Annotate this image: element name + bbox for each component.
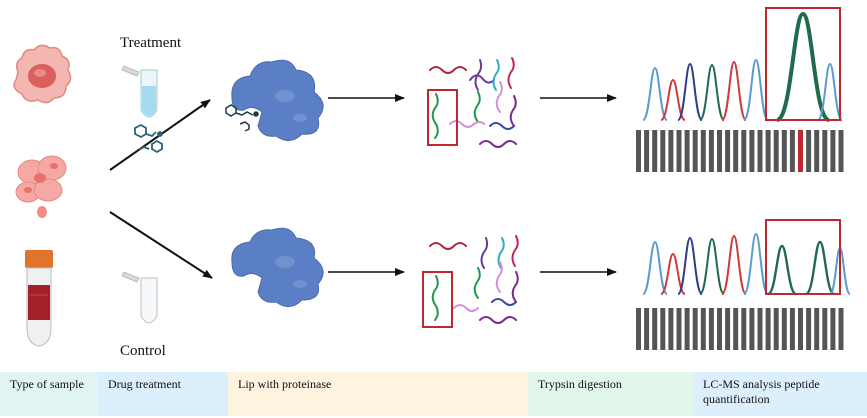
peak [660, 252, 686, 295]
stage-drug-treatment: Drug treatment [98, 372, 228, 416]
barcode-bar [773, 130, 779, 172]
barcode-bar [668, 308, 674, 350]
peak [743, 58, 769, 121]
control-protein-icon [231, 227, 324, 307]
arrow-to-control [109, 211, 213, 279]
highlighted-peak [775, 11, 831, 122]
barcode-bar [838, 308, 844, 350]
barcode-bar [733, 130, 739, 172]
control-peptide-bars [636, 308, 844, 350]
stage-trypsin-digestion: Trypsin digestion [528, 372, 693, 416]
workflow-stage-bar: Type of sample Drug treatment Lip with p… [0, 372, 867, 416]
stage-lc-ms-analysis: LC-MS analysis peptide quantification [693, 372, 867, 416]
barcode-bar [830, 130, 836, 172]
barcode-bar [733, 308, 739, 350]
peak [660, 78, 686, 121]
barcode-bar [652, 308, 658, 350]
tissue-sample-icon [13, 44, 72, 104]
peak [699, 63, 725, 121]
barcode-bar [789, 130, 795, 172]
barcode-bar [789, 308, 795, 350]
barcode-bar [757, 130, 763, 172]
barcode-bar [741, 308, 747, 350]
barcode-bar [684, 130, 690, 172]
barcode-bar [708, 308, 714, 350]
barcode-bar [660, 130, 666, 172]
barcode-bar [749, 130, 755, 172]
peak [743, 232, 769, 295]
barcode-bar [700, 308, 706, 350]
control-chromatogram [642, 232, 851, 296]
barcode-bar [676, 130, 682, 172]
barcode-bar [830, 308, 836, 350]
cells-sample-icon [15, 155, 67, 218]
barcode-bar [660, 308, 666, 350]
control-label: Control [120, 343, 166, 359]
barcode-bar [717, 130, 722, 172]
peak [642, 240, 668, 295]
peak [677, 236, 703, 295]
barcode-bar [814, 130, 820, 172]
barcode-bar [668, 130, 674, 172]
barcode-bar [749, 308, 755, 350]
peak [721, 60, 747, 121]
barcode-bar [644, 130, 650, 172]
barcode-bar [798, 308, 803, 350]
barcode-bar [806, 308, 812, 350]
peak [642, 66, 668, 121]
barcode-bar [806, 130, 812, 172]
barcode-bar [725, 308, 731, 350]
barcode-bar [700, 130, 706, 172]
treatment-tube-icon [121, 65, 158, 118]
drug-molecule-icon [134, 123, 163, 154]
barcode-bar [692, 308, 698, 350]
treatment-peak-highlight [765, 7, 841, 121]
barcode-bar [781, 130, 787, 172]
barcode-bar [822, 130, 828, 172]
treatment-fragment-highlight [427, 89, 458, 146]
barcode-bar [781, 308, 787, 350]
stage-lip-proteinase: Lip with proteinase [228, 372, 528, 416]
barcode-bar [773, 308, 779, 350]
barcode-bar [765, 308, 771, 350]
peak [677, 62, 703, 121]
treatment-peptide-fragments [429, 57, 517, 148]
bound-drug-icon [225, 104, 259, 132]
control-fragment-highlight [422, 271, 453, 328]
barcode-bar [717, 308, 722, 350]
barcode-bar [798, 130, 803, 172]
barcode-bar [741, 130, 747, 172]
barcode-bar [708, 130, 714, 172]
barcode-bar [838, 130, 844, 172]
barcode-bar [644, 308, 650, 350]
treatment-peptide-bars [636, 130, 844, 172]
barcode-bar [725, 130, 731, 172]
barcode-bar [757, 308, 763, 350]
barcode-bar [636, 130, 641, 172]
barcode-bar [765, 130, 771, 172]
barcode-bar [692, 130, 698, 172]
barcode-bar [822, 308, 828, 350]
control-peptide-fragments [429, 235, 519, 324]
peak [766, 244, 798, 296]
barcode-bar [676, 308, 682, 350]
peak [721, 234, 747, 295]
treatment-chromatogram [642, 11, 843, 122]
treatment-protein-icon [231, 59, 324, 141]
control-peak-highlight [765, 219, 841, 295]
peak [817, 62, 843, 121]
blood-tube-icon [25, 250, 53, 347]
barcode-bar [814, 308, 820, 350]
peak [699, 237, 725, 295]
workflow-diagram: Treatment Control [13, 7, 851, 359]
stage-sample-type: Type of sample [0, 372, 98, 416]
peak [804, 240, 836, 296]
treatment-label: Treatment [120, 35, 182, 51]
barcode-bar [684, 308, 690, 350]
barcode-bar [636, 308, 641, 350]
control-tube-icon [121, 271, 158, 324]
barcode-bar [652, 130, 658, 172]
